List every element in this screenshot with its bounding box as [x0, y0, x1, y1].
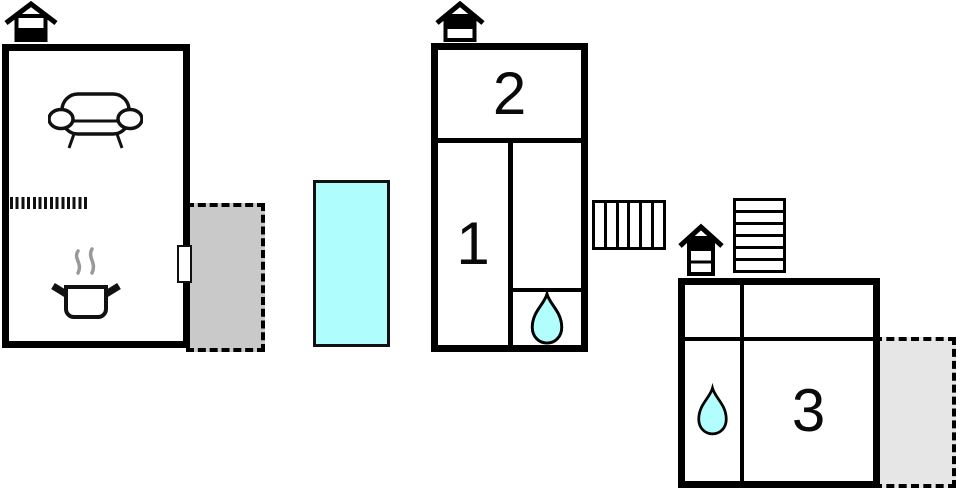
- stair-step: [736, 201, 783, 213]
- room-3: 3: [744, 341, 873, 481]
- stair-step: [736, 261, 783, 270]
- room-3-label: 3: [791, 377, 826, 444]
- door: [177, 245, 192, 283]
- stair-step: [736, 249, 783, 261]
- room-2: 2: [438, 50, 581, 138]
- stair-step: [736, 225, 783, 237]
- water-drop-icon: [530, 292, 564, 345]
- terrace-right: [874, 337, 956, 488]
- stair-step: [642, 203, 655, 247]
- bathroom-unit-c: [685, 341, 740, 481]
- wall-divider: [740, 285, 744, 481]
- radiator-icon: [10, 197, 90, 209]
- room-2-label: 2: [492, 60, 527, 127]
- room-1: 1: [438, 143, 508, 345]
- wall-divider: [685, 337, 873, 341]
- pool: [313, 180, 390, 347]
- chimney-icon: [678, 223, 724, 276]
- stair-step: [619, 203, 631, 247]
- sofa-icon: [48, 92, 143, 149]
- wall-divider: [438, 138, 581, 143]
- stair-step: [630, 203, 643, 247]
- stair-step: [736, 237, 783, 249]
- stove-pot-icon: [51, 247, 121, 319]
- stair-step: [654, 203, 663, 247]
- wall-divider: [508, 143, 513, 345]
- chimney-icon: [435, 1, 485, 42]
- chimney-icon: [4, 1, 58, 42]
- wall-divider: [513, 288, 581, 292]
- stairs-icon: [733, 198, 786, 273]
- bathroom-unit-b: [513, 292, 581, 345]
- stair-step: [736, 213, 783, 225]
- terrace-left: [186, 203, 265, 352]
- unit-b-building: 2 1: [431, 43, 588, 352]
- stairs-icon: [592, 200, 666, 250]
- unit-c-building: 3: [678, 278, 880, 488]
- water-drop-icon: [697, 382, 728, 436]
- room-1-label: 1: [456, 210, 490, 277]
- stair-step: [595, 203, 607, 247]
- stair-step: [607, 203, 619, 247]
- unit-a-building: [2, 44, 190, 348]
